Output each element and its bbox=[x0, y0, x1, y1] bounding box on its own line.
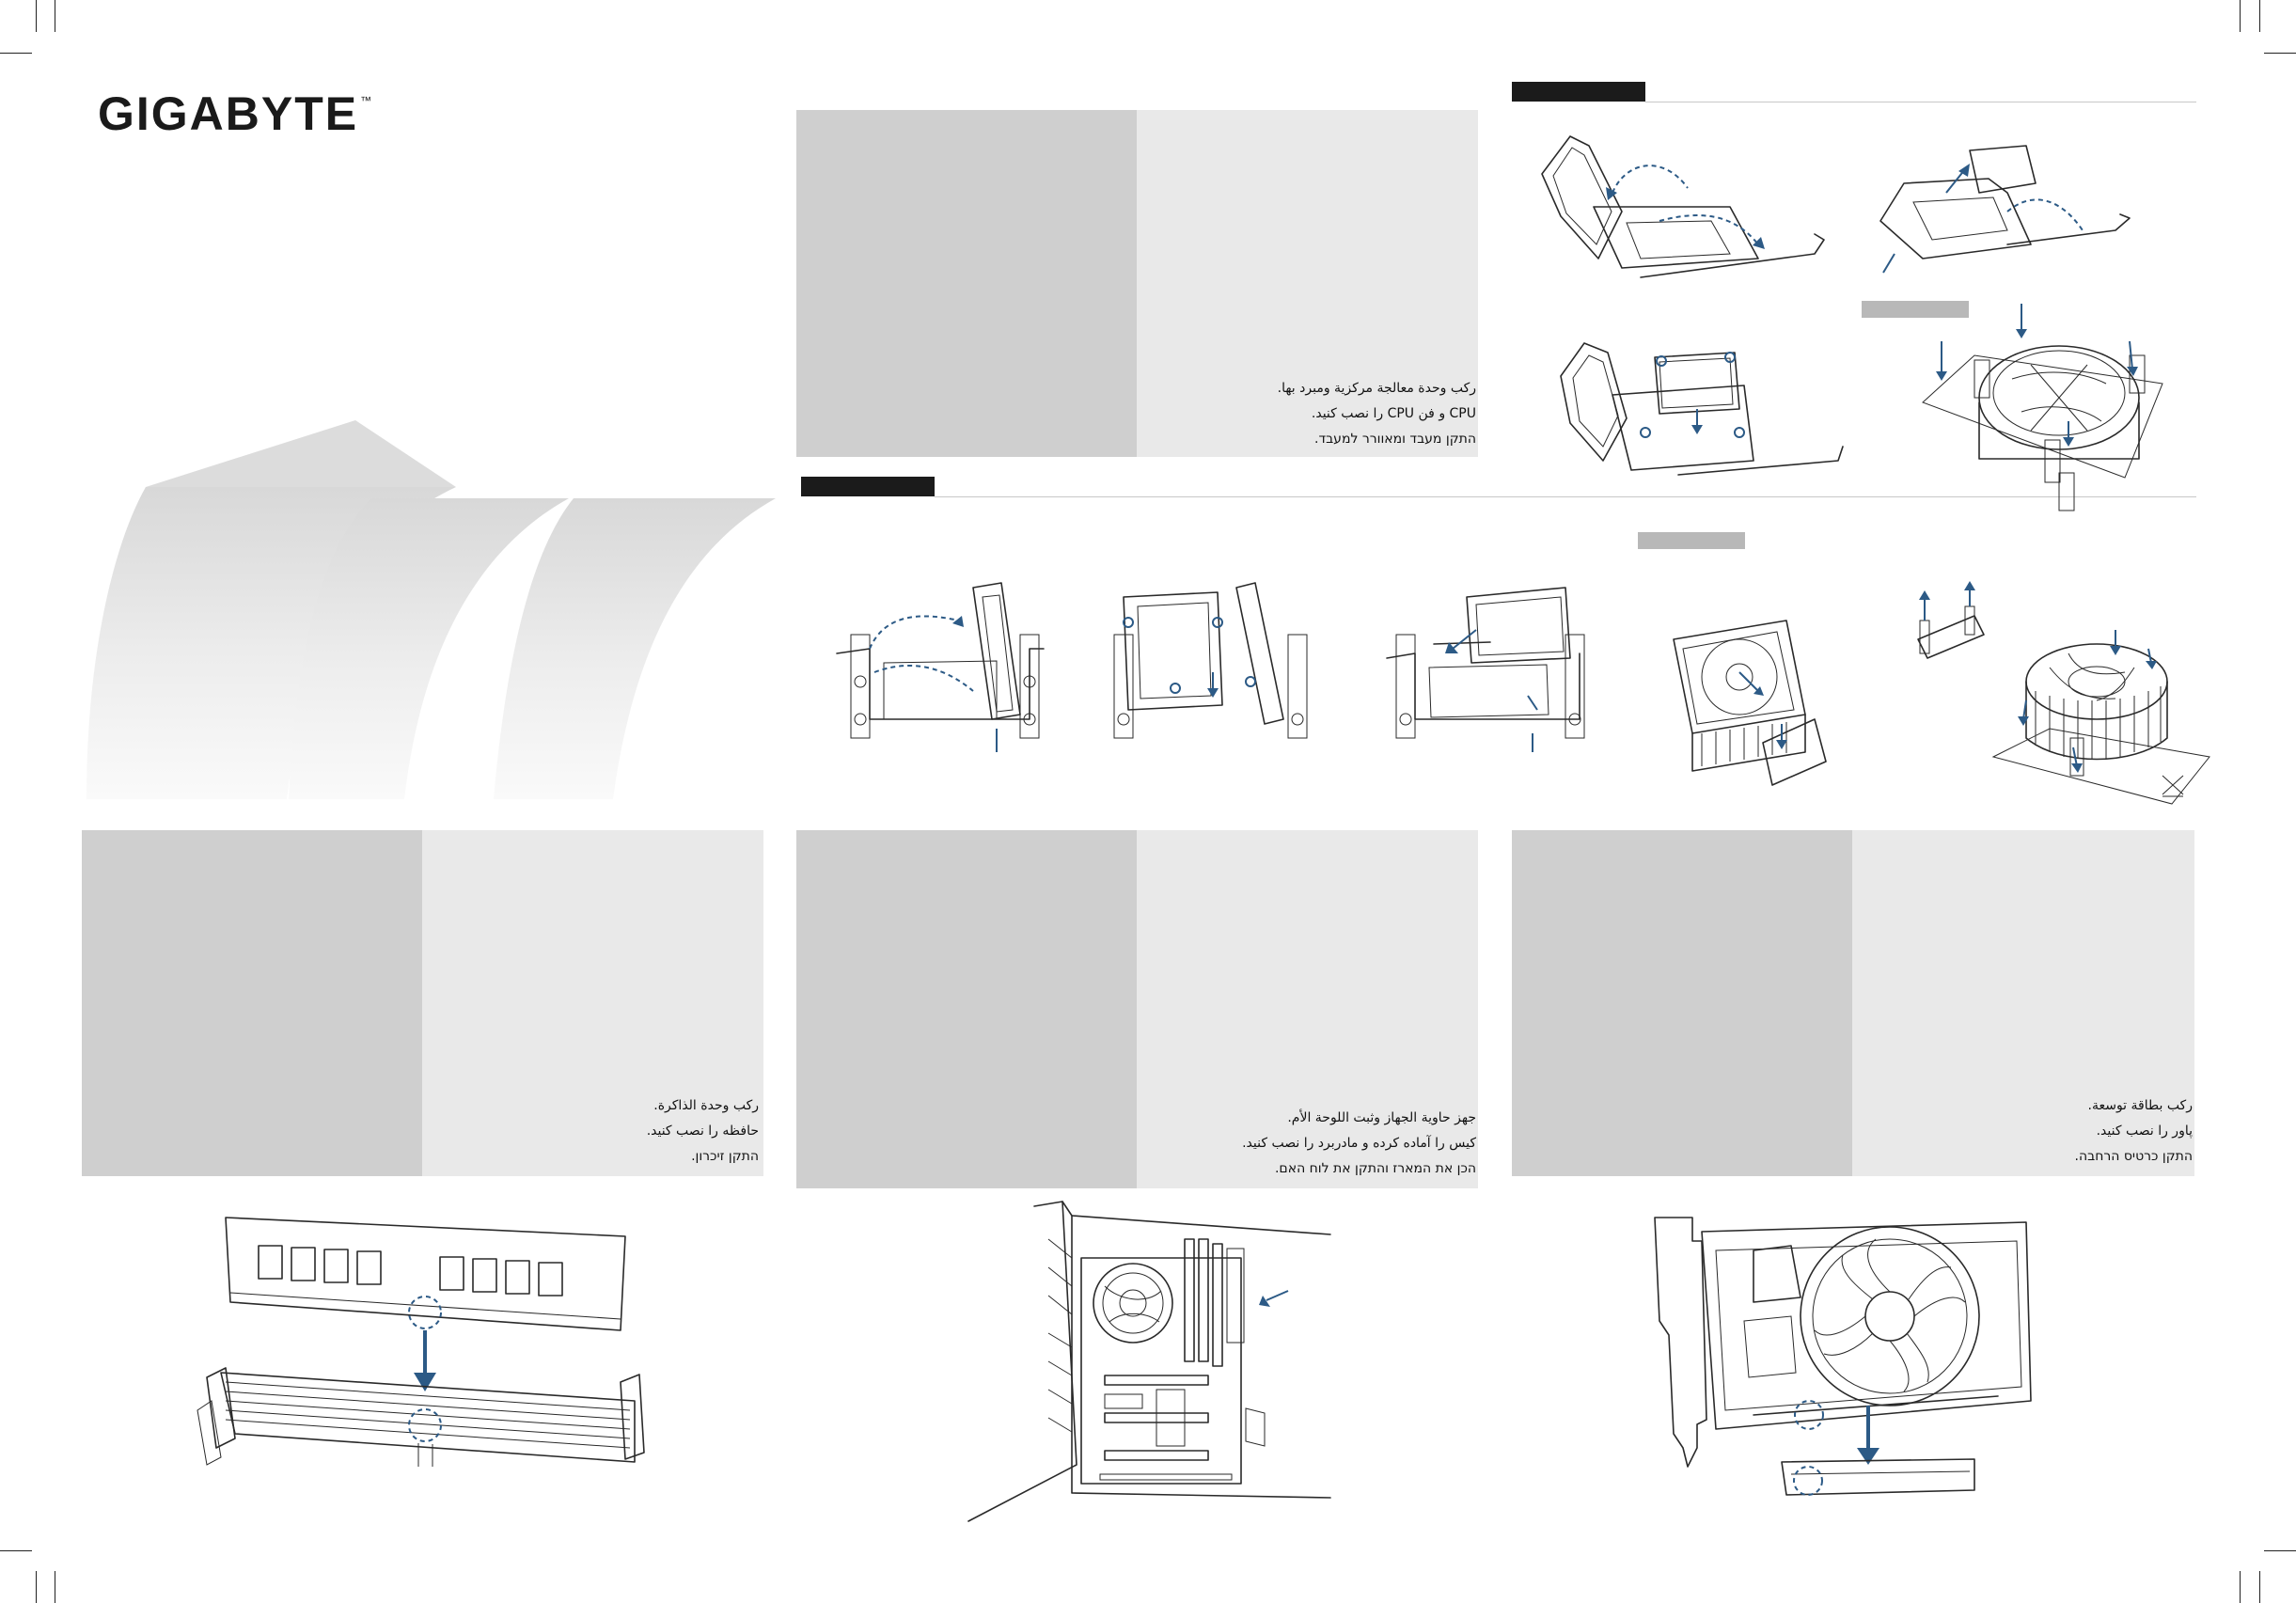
amd-bracket-icon bbox=[1917, 581, 1985, 659]
crop-mark bbox=[2264, 1550, 2296, 1551]
crop-mark bbox=[0, 1550, 32, 1551]
expansion-panel-left bbox=[1512, 830, 1852, 1176]
amd-wraith-cooler-icon bbox=[1991, 630, 2210, 805]
crop-mark bbox=[2264, 53, 2296, 54]
amd-cooler-tab bbox=[1638, 532, 1745, 549]
graphics-card-install-icon bbox=[1654, 1217, 2032, 1496]
amd-cpu-insert-icon bbox=[1113, 582, 1308, 739]
crop-mark bbox=[2259, 0, 2260, 32]
intel-cooler-icon bbox=[1922, 304, 2163, 511]
amd-section-tab bbox=[801, 477, 935, 496]
crop-mark bbox=[2259, 1571, 2260, 1603]
cpu-socket-lid-icon bbox=[1879, 145, 2131, 274]
crop-mark bbox=[2240, 0, 2241, 32]
amd-socket-close-icon bbox=[1386, 587, 1585, 752]
cpu-panel-right bbox=[1137, 110, 1478, 457]
intel-section-tab bbox=[1512, 82, 1645, 102]
crop-mark bbox=[36, 0, 37, 32]
dimm-install-icon bbox=[197, 1217, 645, 1467]
crop-mark bbox=[2240, 1571, 2241, 1603]
amd-socket-open-icon bbox=[836, 582, 1045, 752]
cpu-panel-left bbox=[796, 110, 1137, 457]
cpu-cooler-instructions: ركب وحدة معالجة مركزية ومبرد بها. CPU و … bbox=[1277, 381, 1476, 447]
crop-mark bbox=[0, 53, 32, 54]
amd-cooler-clip-icon bbox=[1673, 620, 1827, 786]
section-rule bbox=[935, 496, 2196, 497]
expansion-panel-right bbox=[1852, 830, 2194, 1176]
cpu-socket-open-icon bbox=[1541, 135, 1825, 278]
memory-panel-right bbox=[422, 830, 763, 1176]
intel-cooler-tab bbox=[1862, 301, 1969, 318]
expansion-instructions: ركب بطاقة توسعة. پاور را نصب کنید. התקן … bbox=[2074, 1098, 2193, 1164]
chassis-instructions: جهز حاوية الجهاز وثبت اللوحة الأم. کیس ر… bbox=[1242, 1110, 1476, 1176]
crop-mark bbox=[36, 1571, 37, 1603]
chassis-panel-right bbox=[1137, 830, 1478, 1188]
memory-panel-left bbox=[82, 830, 422, 1176]
memory-instructions: ركب وحدة الذاكرة. حافظه را نصب کنید. התק… bbox=[646, 1098, 759, 1164]
cpu-insert-icon bbox=[1560, 342, 1844, 476]
chassis-install-icon bbox=[967, 1201, 1331, 1522]
chassis-panel-left bbox=[796, 830, 1137, 1188]
